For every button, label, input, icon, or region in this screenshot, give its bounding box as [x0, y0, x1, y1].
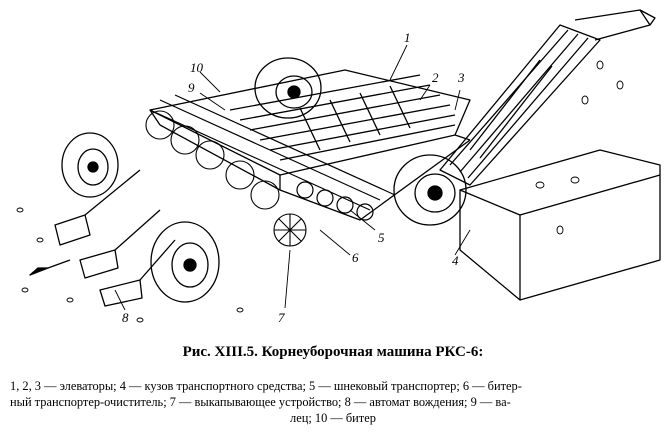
wheel-front-large — [150, 221, 220, 303]
label-1: 1 — [404, 30, 411, 45]
machine-illustration: 1 2 3 4 5 6 7 8 9 10 — [16, 9, 661, 325]
digging-rotors — [145, 110, 307, 247]
label-10: 10 — [190, 60, 204, 75]
wheel-rear-right — [393, 154, 467, 226]
guidance-automat — [29, 169, 176, 307]
wheel-front-small — [61, 132, 119, 198]
caption-line-2: ный транспортер-очиститель; 7 — выкапыва… — [10, 395, 511, 409]
label-3: 3 — [457, 70, 465, 85]
label-7: 7 — [278, 310, 285, 325]
leader-lines — [114, 44, 471, 311]
screw-conveyor — [149, 94, 396, 221]
caption-line-1: 1, 2, 3 — элеваторы; 4 — кузов транспорт… — [10, 379, 522, 393]
label-6: 6 — [352, 250, 359, 265]
label-9: 9 — [188, 80, 195, 95]
soil-particles — [16, 60, 624, 323]
figure-title: Рис. XIII.5. Корнеуборочная машина РКС-6… — [182, 344, 484, 360]
caption-line-3: лец; 10 — битер — [290, 411, 376, 425]
part-labels: 1 2 3 4 5 6 7 8 9 10 — [122, 30, 465, 325]
label-8: 8 — [122, 310, 129, 325]
wheel-rear-left — [254, 57, 322, 119]
figure-caption: 1, 2, 3 — элеваторы; 4 — кузов транспорт… — [10, 378, 656, 426]
label-4: 4 — [452, 253, 459, 268]
label-5: 5 — [378, 230, 385, 245]
elevator-conveyor — [439, 9, 656, 186]
vehicle-body — [459, 149, 661, 301]
label-2: 2 — [432, 70, 439, 85]
